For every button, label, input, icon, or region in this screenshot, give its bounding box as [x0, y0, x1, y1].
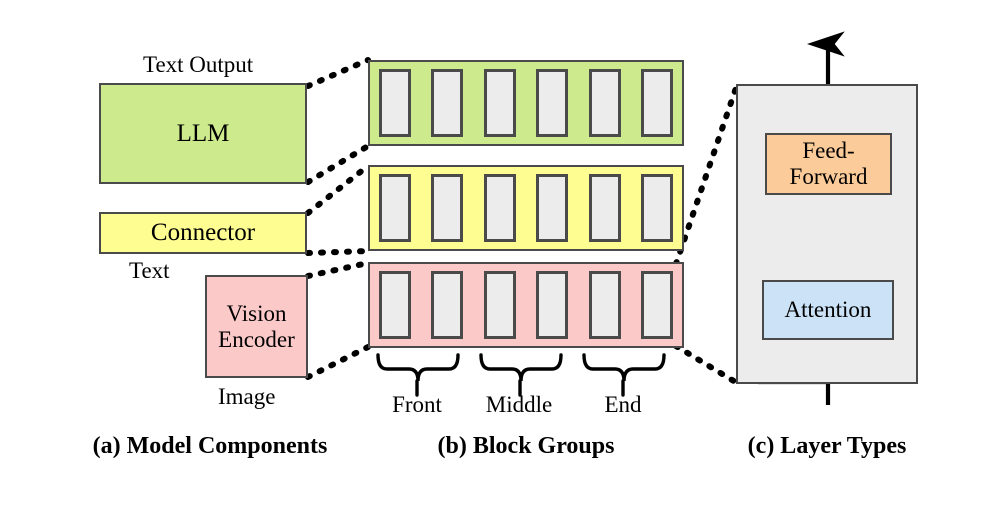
brace-end	[582, 353, 666, 397]
block-item[interactable]	[640, 271, 673, 339]
image-label: Image	[218, 384, 276, 409]
block-item[interactable]	[588, 69, 621, 137]
text-output-label: Text Output	[143, 52, 254, 77]
vision-encoder-box-label: Vision Encoder	[218, 300, 295, 352]
block-item[interactable]	[379, 271, 411, 339]
group-label-middle: Middle	[485, 392, 553, 417]
block-item[interactable]	[379, 174, 411, 242]
block-item[interactable]	[483, 271, 516, 339]
caption-panel-b: (b) Block Groups	[437, 433, 615, 459]
caption-panel-a: (a) Model Components	[92, 433, 328, 459]
feed-forward-box-label: Feed- Forward	[789, 138, 868, 189]
block-item[interactable]	[536, 174, 569, 242]
block-item[interactable]	[640, 174, 673, 242]
vision-block-band[interactable]	[368, 262, 684, 348]
caption-panel-c: (c) Layer Types	[747, 433, 907, 459]
block-item[interactable]	[431, 69, 464, 137]
block-item[interactable]	[536, 271, 569, 339]
connector-block-band[interactable]	[368, 165, 684, 251]
attention-box-label: Attention	[784, 297, 872, 323]
block-item[interactable]	[640, 69, 673, 137]
block-item[interactable]	[483, 69, 516, 137]
leader-connector-to-yellow-band	[305, 163, 371, 256]
group-label-front: Front	[392, 392, 442, 417]
leader-block-to-layer-panel	[673, 82, 740, 386]
group-label-end: End	[604, 392, 642, 417]
text-label: Text	[129, 258, 170, 283]
block-item[interactable]	[431, 271, 464, 339]
llm-box-label: LLM	[176, 119, 230, 147]
connector-box[interactable]: Connector	[99, 212, 307, 254]
feed-forward-box[interactable]: Feed- Forward	[765, 133, 892, 195]
llm-block-band[interactable]	[368, 60, 684, 146]
brace-middle	[479, 353, 563, 397]
llm-box[interactable]: LLM	[99, 83, 307, 184]
vision-encoder-box[interactable]: Vision Encoder	[205, 275, 308, 378]
block-item[interactable]	[431, 174, 464, 242]
block-item[interactable]	[483, 174, 516, 242]
block-item[interactable]	[379, 69, 411, 137]
attention-box[interactable]: Attention	[762, 280, 894, 340]
leader-llm-to-green-band	[305, 57, 371, 185]
block-item[interactable]	[536, 69, 569, 137]
block-item[interactable]	[588, 174, 621, 242]
brace-front	[376, 353, 460, 397]
leader-vision-to-pink-band	[305, 260, 371, 380]
connector-box-label: Connector	[150, 219, 256, 246]
block-item[interactable]	[588, 271, 621, 339]
